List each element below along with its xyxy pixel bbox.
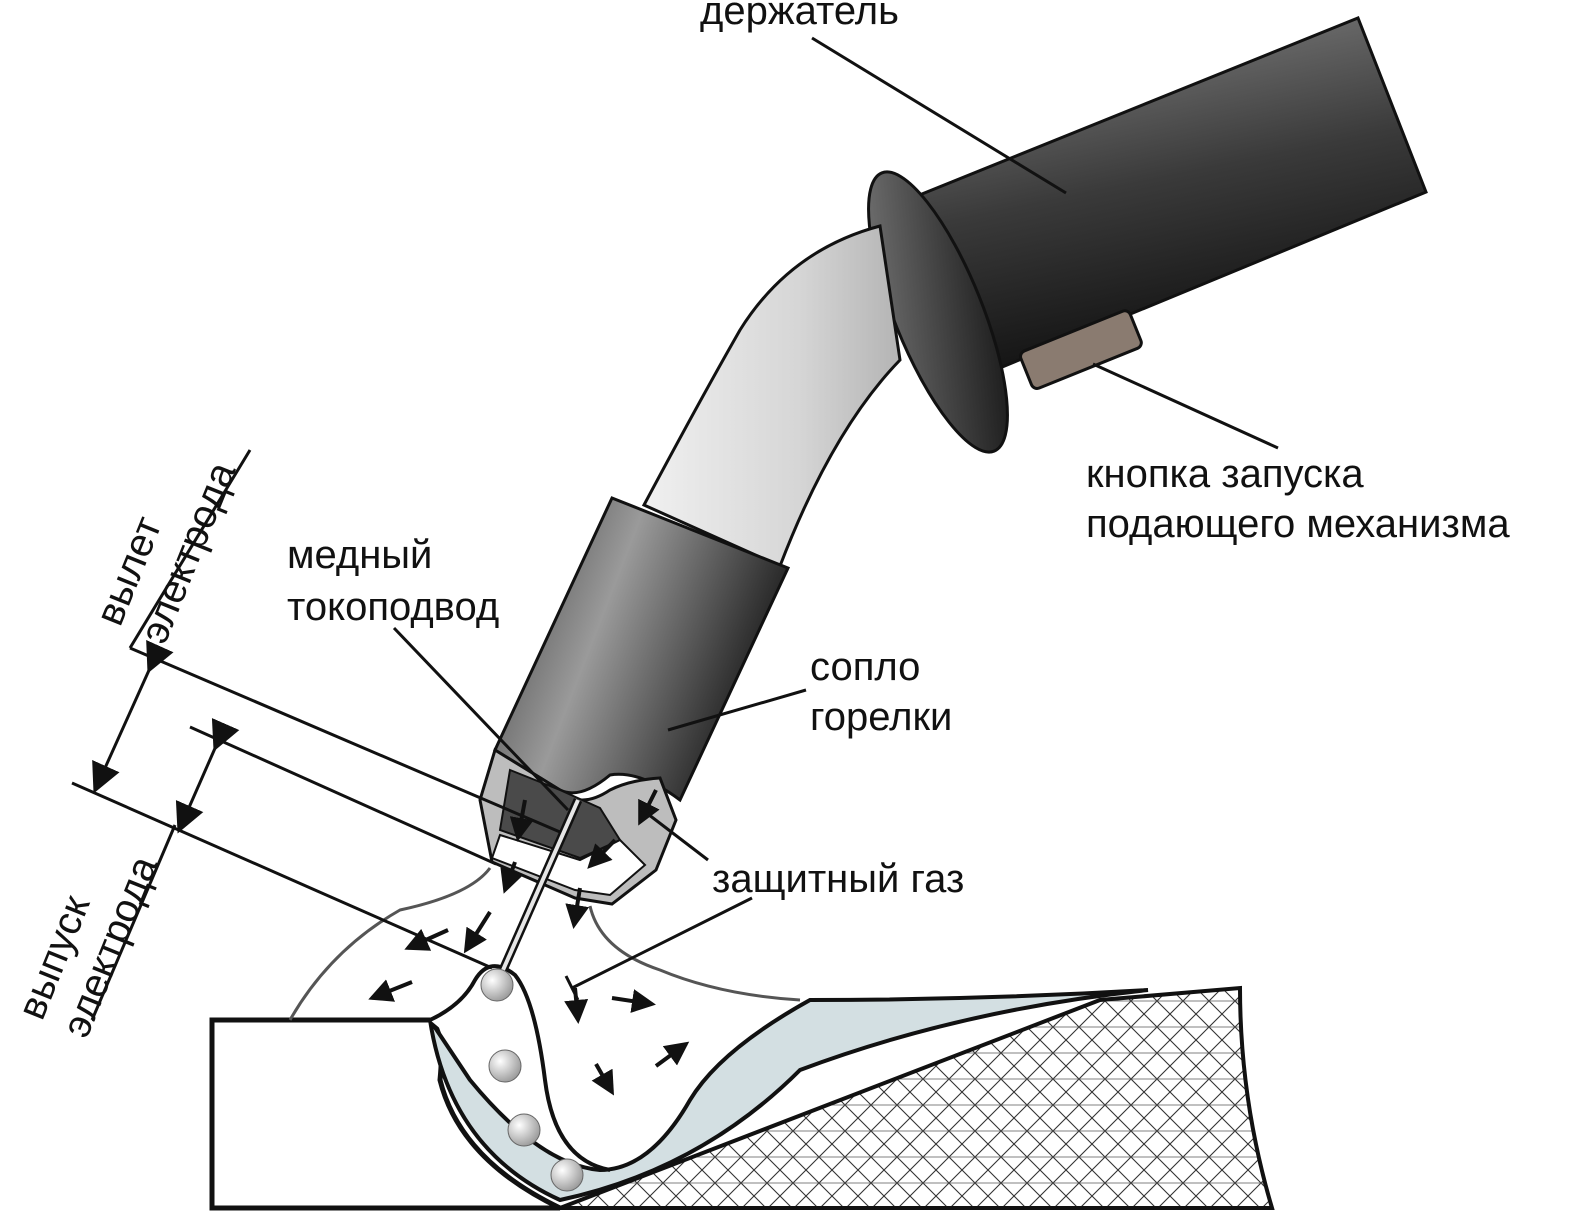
label-holder: держатель [700, 0, 899, 33]
base-metal-right-hatched [559, 985, 1275, 1210]
stickout-dimension [92, 639, 174, 794]
droplet [488, 1049, 522, 1083]
extension-extension-top [189, 725, 497, 866]
electrode-wire-highlight [501, 799, 580, 971]
label-nozzle-line1: сопло [810, 645, 920, 689]
gas-arrow [611, 989, 656, 1013]
label-copper-line2: токоподвод [287, 585, 499, 629]
gas-arrow [591, 1063, 614, 1096]
label-shield-gas: защитный газ [712, 857, 964, 901]
workpiece [209, 985, 1275, 1211]
droplet [550, 1158, 584, 1192]
torch-holder [867, 16, 1428, 454]
label-stickout: вылет электрода [88, 455, 245, 649]
label-start-button-line2: подающего механизма [1086, 502, 1510, 546]
torch-nozzle [478, 496, 791, 906]
gas-arrow [638, 789, 660, 826]
label-extension: выпуск электрода [10, 849, 167, 1043]
stickout-extension-top [129, 646, 561, 834]
gas-flow-arrows [368, 789, 690, 1096]
label-underline-extension [90, 824, 177, 1021]
leader-start-button [1092, 362, 1279, 450]
leader-lines [392, 36, 1279, 1001]
weld-pool [428, 988, 1149, 1203]
extension-dimension [175, 717, 240, 834]
shield-gas-envelope [288, 867, 801, 1021]
metal-droplets [480, 968, 584, 1192]
leader-shield-gas-2 [571, 896, 753, 990]
gas-arrow [565, 887, 590, 929]
label-start-button-line1: кнопка запуска [1086, 452, 1364, 496]
stickout-extension-bottom [71, 781, 493, 970]
label-nozzle-line2: горелки [810, 695, 952, 739]
droplet [480, 968, 514, 1002]
label-underline-stickout [128, 449, 252, 649]
dimension-lines [71, 449, 561, 1021]
leader-nozzle [667, 688, 807, 732]
gas-arrow [654, 1041, 690, 1068]
droplet [507, 1113, 541, 1147]
label-copper-line1: медный [287, 533, 432, 577]
leader-holder [811, 36, 1067, 195]
gas-arrow [368, 979, 413, 1002]
torch-neck [641, 224, 902, 569]
holder-ring [867, 170, 1009, 454]
leader-shield-gas-1 [639, 806, 709, 862]
gas-arrow [587, 838, 617, 869]
gas-arrow [500, 861, 524, 894]
start-button [1019, 309, 1143, 390]
gas-arrow [463, 910, 492, 954]
leader-shield-gas-2-tick [564, 975, 580, 1001]
leader-copper-tip [392, 626, 570, 812]
gas-arrow [509, 799, 534, 842]
